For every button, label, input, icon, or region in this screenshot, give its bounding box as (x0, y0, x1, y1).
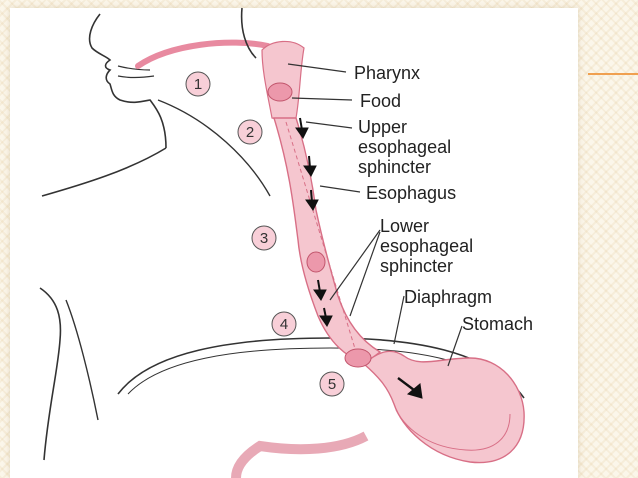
svg-text:4: 4 (280, 316, 288, 333)
down-arrow-icon (295, 117, 423, 399)
food-bolus-lower (306, 251, 326, 273)
svg-text:3: 3 (260, 230, 268, 247)
svg-text:1: 1 (194, 76, 202, 93)
label-lower-sphincter-line2: esophageal (380, 236, 473, 256)
label-lower-sphincter-line1: Lower (380, 216, 429, 236)
svg-text:2: 2 (246, 124, 254, 141)
label-esophagus: Esophagus (366, 183, 456, 203)
label-diaphragm: Diaphragm (404, 287, 492, 307)
nose-mouth-detail (117, 65, 155, 79)
label-upper-sphincter-line2: esophageal (358, 137, 451, 157)
neck-front-2 (157, 99, 271, 197)
head-outline (88, 13, 167, 149)
label-stomach: Stomach (462, 314, 533, 334)
step-marker-5: 5 (319, 371, 345, 397)
pharynx (261, 40, 305, 121)
label-lower-sphincter-line3: sphincter (380, 256, 453, 276)
torso-back (65, 299, 99, 421)
food-bolus-stomach (344, 348, 372, 368)
food-bolus-pharynx (267, 82, 293, 102)
shoulder-arm (39, 287, 62, 461)
step-marker-2: 2 (237, 119, 263, 145)
step-marker-1: 1 (185, 71, 211, 97)
accent-line (588, 73, 638, 75)
label-pharynx: Pharynx (354, 63, 420, 83)
step-marker-4: 4 (271, 311, 297, 337)
label-upper-sphincter-line3: sphincter (358, 157, 431, 177)
esophagus-lumen (285, 121, 357, 353)
label-food: Food (360, 91, 401, 111)
svg-text:5: 5 (328, 376, 336, 393)
leader-lines (287, 63, 463, 367)
step-marker-3: 3 (251, 225, 277, 251)
label-upper-sphincter-line1: Upper (358, 117, 407, 137)
duodenum (231, 431, 369, 478)
palate (135, 39, 271, 69)
stomach (362, 350, 525, 464)
neck-front (41, 147, 167, 197)
back-of-head (240, 7, 257, 59)
stomach-inner (395, 409, 511, 451)
